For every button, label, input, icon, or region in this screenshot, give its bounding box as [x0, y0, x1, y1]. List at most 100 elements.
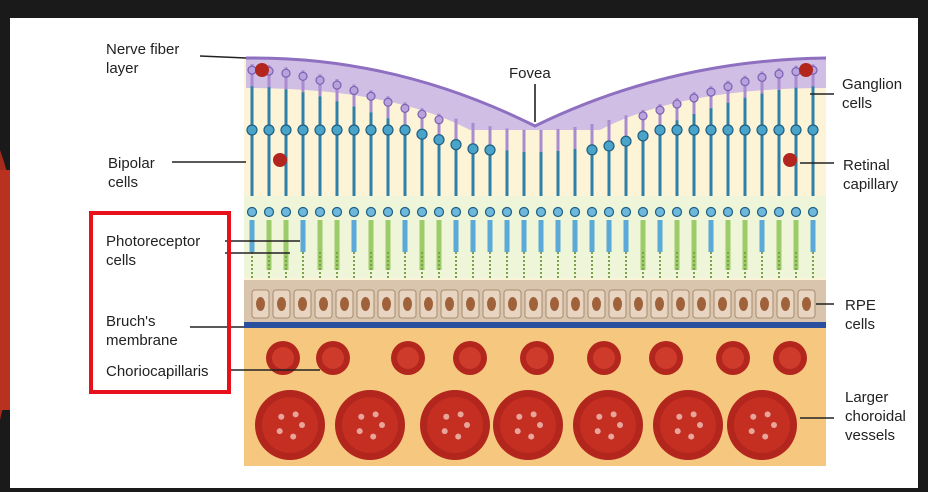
rpe-nucleus [781, 297, 790, 311]
bipolar-cell [468, 144, 478, 154]
blood-cell [617, 422, 623, 428]
blood-cell [455, 434, 461, 440]
choroidal-vessel-lumen [500, 397, 556, 453]
bipolar-cell [315, 125, 325, 135]
rpe-nucleus [550, 297, 559, 311]
bipolar-cell [587, 145, 597, 155]
photoreceptor-segment [301, 220, 306, 252]
photoreceptor-nucleus [571, 208, 580, 217]
rpe-nucleus [760, 297, 769, 311]
blood-cell [443, 414, 449, 420]
photoreceptor-segment [675, 220, 680, 270]
photoreceptor-segment [760, 220, 765, 252]
rpe-nucleus [340, 297, 349, 311]
bipolar-cell [774, 125, 784, 135]
blood-cell [697, 422, 703, 428]
bipolar-cell [451, 140, 461, 150]
rpe-nucleus [466, 297, 475, 311]
rpe-nucleus [487, 297, 496, 311]
ganglion-cell [690, 94, 698, 102]
photoreceptor-segment [454, 220, 459, 252]
rpe-nucleus [403, 297, 412, 311]
rpe-nucleus [298, 297, 307, 311]
choroidal-vessel-lumen [427, 397, 483, 453]
ganglion-cell [656, 106, 664, 114]
photoreceptor-segment [743, 220, 748, 270]
choroidal-vessel-lumen [262, 397, 318, 453]
photoreceptor-nucleus [469, 208, 478, 217]
blood-cell [528, 434, 534, 440]
photoreceptor-nucleus [758, 208, 767, 217]
ganglion-cell [792, 68, 800, 76]
bipolar-cell [672, 125, 682, 135]
photoreceptor-segment [811, 220, 816, 252]
bipolar-cell [247, 125, 257, 135]
ganglion-cell [435, 116, 443, 124]
photoreceptor-segment [794, 220, 799, 270]
blood-cell [595, 428, 601, 434]
photoreceptor-segment [539, 220, 544, 252]
blood-cell [596, 414, 602, 420]
bipolar-cell [757, 125, 767, 135]
rpe-nucleus [634, 297, 643, 311]
blood-cell [370, 434, 376, 440]
bipolar-cell [808, 125, 818, 135]
bipolar-cell [400, 125, 410, 135]
photoreceptor-segment [386, 220, 391, 270]
rpe-nucleus [739, 297, 748, 311]
rpe-nucleus [571, 297, 580, 311]
retinal-capillary-dot [273, 153, 287, 167]
ganglion-cell [673, 100, 681, 108]
choriocapillaris-lumen [779, 347, 801, 369]
ganglion-cell [758, 73, 766, 81]
rpe-nucleus [424, 297, 433, 311]
photoreceptor-segment [726, 220, 731, 270]
blood-cell [765, 411, 771, 417]
photoreceptor-nucleus [248, 208, 257, 217]
photoreceptor-segment [437, 220, 442, 270]
blood-cell [278, 414, 284, 420]
photoreceptor-segment [607, 220, 612, 252]
label-bruchs-membrane: Bruch's membrane [106, 312, 178, 350]
bipolar-cell [689, 125, 699, 135]
choroidal-vessel-lumen [734, 397, 790, 453]
bipolar-cell [604, 141, 614, 151]
ganglion-cell [350, 86, 358, 94]
bipolar-cell [791, 125, 801, 135]
photoreceptor-segment [692, 220, 697, 270]
photoreceptor-nucleus [316, 208, 325, 217]
blood-cell [379, 422, 385, 428]
photoreceptor-nucleus [724, 208, 733, 217]
photoreceptor-segment [573, 220, 578, 252]
photoreceptor-segment [641, 220, 646, 270]
label-rpe-cells: RPE cells [845, 296, 876, 334]
blood-cell [358, 414, 364, 420]
ganglion-cell [384, 98, 392, 106]
bipolar-cell [281, 125, 291, 135]
photoreceptor-band [244, 196, 826, 278]
bipolar-cell [383, 125, 393, 135]
blood-cell [688, 434, 694, 440]
photoreceptor-nucleus [639, 208, 648, 217]
bipolar-cell [655, 125, 665, 135]
photoreceptor-nucleus [282, 208, 291, 217]
choriocapillaris-lumen [526, 347, 548, 369]
rpe-nucleus [361, 297, 370, 311]
blood-cell [277, 428, 283, 434]
photoreceptor-nucleus [537, 208, 546, 217]
bipolar-cell [349, 125, 359, 135]
photoreceptor-nucleus [452, 208, 461, 217]
photoreceptor-segment [471, 220, 476, 252]
photoreceptor-nucleus [792, 208, 801, 217]
photoreceptor-nucleus [520, 208, 529, 217]
ganglion-cell [707, 88, 715, 96]
rpe-nucleus [508, 297, 517, 311]
rpe-nucleus [382, 297, 391, 311]
rpe-nucleus [319, 297, 328, 311]
label-retinal-capillary: Retinal capillary [843, 156, 898, 194]
rpe-nucleus [718, 297, 727, 311]
blood-cell [531, 411, 537, 417]
photoreceptor-nucleus [350, 208, 359, 217]
blood-cell [290, 434, 296, 440]
ganglion-cell [639, 112, 647, 120]
